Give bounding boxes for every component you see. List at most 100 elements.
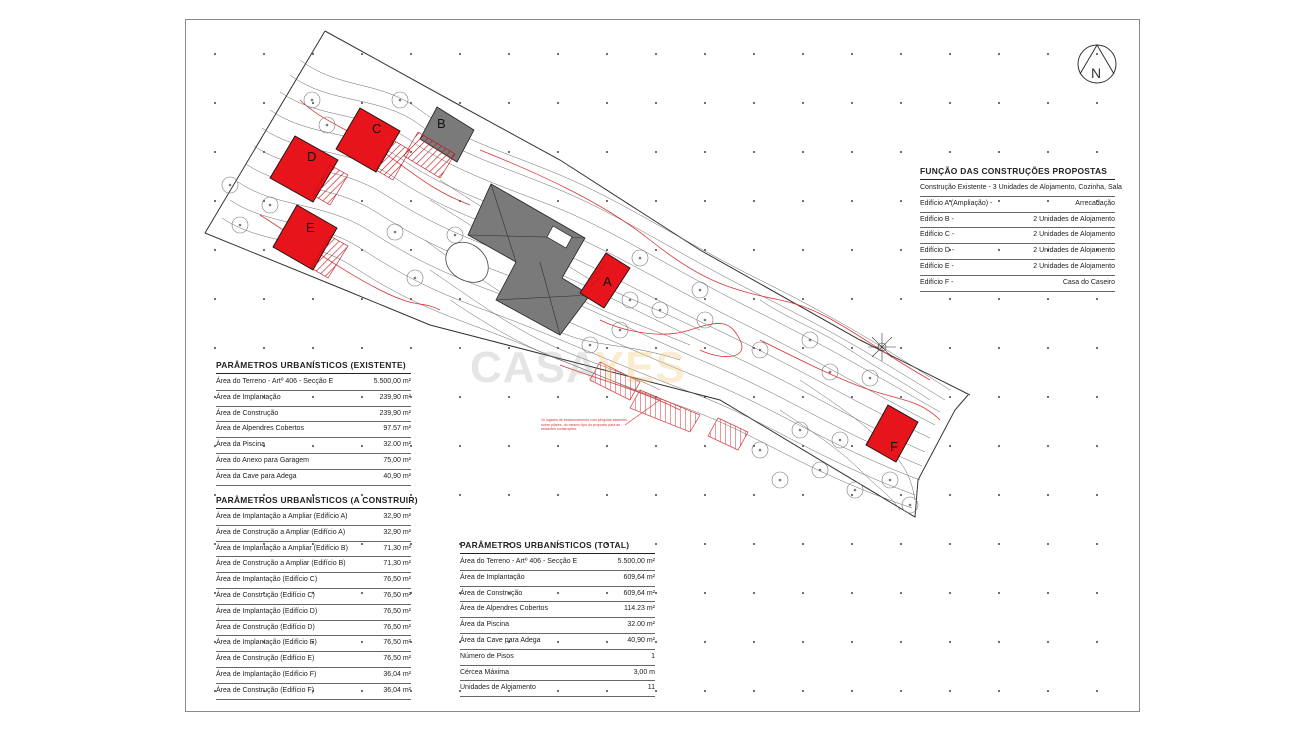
row-value: 76,50 m² [383,591,411,599]
table-parametros-existente: PARÂMETROS URBANÍSTICOS (EXISTENTE) Área… [216,359,411,486]
label-b: B [437,116,446,131]
row-value: 2 Unidades de Alojamento [1033,231,1115,239]
row-label: Área de Construção (Edifício E) [216,655,315,663]
table-row: Área de Implantação 609,64 m² [460,571,655,587]
row-label: Área de Construção (Edifício F) [216,686,315,694]
row-label: Área de Construção a Ampliar (Edifício A… [216,528,346,536]
building-b[interactable] [419,106,475,163]
row-value: 5.500,00 m² [617,558,655,565]
row-label: Área do Terreno - Artº 406 - Secção E [216,378,334,385]
table-row: Edifício A (Ampliação) -Arrecadação [920,197,1115,213]
north-arrow-icon: N [1077,44,1117,84]
row-label: Área do Terreno - Artº 406 - Secção E [460,558,578,565]
table-title: FUNÇÃO DAS CONSTRUÇÕES PROPOSTAS [920,165,1115,180]
row-label: Edifício A (Ampliação) - [920,199,993,207]
parking-note: 10 lugares de estacionamento com pérgola… [541,399,661,431]
table-title: PARÂMETROS URBANÍSTICOS (TOTAL) [460,539,655,554]
table-row: Edifício D - 2 Unidades de Alojamento [920,244,1115,260]
row-value: 76,50 m² [383,655,411,663]
compass-rose-icon [868,333,896,361]
row-label: Área de Implantação (Edifício E) [216,639,317,647]
proposed-buildings [269,107,919,463]
row-value: 36,04 m² [383,686,411,694]
table-row: Área de Construção 239,90 m² [216,407,411,423]
table-row: Área de Construção (Edifício F) 36,04 m² [216,684,411,700]
table-row: Área de Alpendres Cobertos 114.23 m² [460,602,655,619]
table-title: PARÂMETROS URBANÍSTICOS (A CONSTRUIR) [216,494,418,509]
row-value: 32.00 m² [627,621,655,629]
row-label: Edifício D - [920,247,955,255]
table-title: PARÂMETROS URBANÍSTICOS (EXISTENTE) [216,359,411,374]
table-row: Edifício E -2 Unidades de Alojamento [920,260,1115,276]
building-labels: C B D E A F [306,116,898,454]
row-value: 97.57 m² [383,425,411,433]
row-label: Área de Implantação (Edifício D) [216,607,318,615]
row-label: Área de Construção a Ampliar (Edifício B… [216,560,346,568]
label-e: E [306,220,315,235]
table-row: Área do Terreno - Artº 406 - Secção E 5.5… [460,555,655,571]
table-row: Área de Implantação a Ampliar (Edifício … [216,542,411,558]
row-value: Casa do Caseiro [1062,278,1115,286]
table-row: Área de Construção a Ampliar (Edifício B… [216,557,411,574]
row-label: Número de Pisos [460,652,514,660]
label-a: A [603,274,612,289]
parking-note-text: 10 lugares de estacionamento com pérgola… [541,418,628,431]
table-row: Construção Existente - 3 Unidades de Alo… [920,181,1122,197]
row-value: 609,64 m² [623,573,655,581]
row-label: Área da Cave para Adega [460,636,541,644]
table-parametros-a-construir: PARÂMETROS URBANÍSTICOS (A CONSTRUIR) Ár… [216,494,418,700]
row-label: Edifício B - [920,215,954,223]
row-value: 239,90 m² [379,409,411,417]
table-parametros-total: PARÂMETROS URBANÍSTICOS (TOTAL) Área do … [460,539,655,698]
row-value: 76,50 m² [383,576,411,584]
row-value: 2 Unidades de Alojamento [1033,262,1115,270]
row-value: 32,90 m² [383,513,411,520]
table-row: Área de Implantação (Edifício E)76,50 m² [216,636,411,653]
table-row: Área de Construção (Edifício C)76,50 m² [216,589,411,605]
row-label: Área de Alpendres Cobertos [216,425,304,433]
label-c: C [372,121,381,136]
table-row: Área de Implantação (Edifício C) 76,50 m² [216,573,411,589]
row-label: Edifício F - [920,278,954,286]
contour-lines-red [259,99,941,421]
row-value: 114.23 m² [624,605,655,613]
row-value: 5.500,00 m² [373,378,411,385]
table-row: Edifício B -2 Unidades de Alojamento [920,213,1115,229]
table-row: Área de Implantação a Ampliar (Edifício … [216,510,411,526]
label-d: D [307,149,316,164]
row-value: 76,50 m² [383,623,411,631]
table-row: Área de Alpendres Cobertos 97.57 m² [216,422,411,439]
parking-pergolas[interactable] [589,361,749,451]
row-value: 2 Unidades de Alojamento [1033,247,1115,255]
table-row: Edifício C -2 Unidades de Alojamento [920,228,1115,245]
row-label: Área de Implantação [460,573,525,581]
row-label: Área da Cave para Adega [216,472,297,480]
row-label: Área de Construção [216,409,279,417]
row-label: Área da Piscina [216,441,266,449]
row-label: Área de Implantação a Ampliar (Edifício … [216,513,348,520]
row-value: 32,90 m² [383,528,411,536]
row-label: Área de Implantação a Ampliar (Edifício … [216,544,348,552]
row-label: Área de Implantação (Edifício C) [216,576,318,584]
table-row: Área de Implantação (Edifício D) 76,50 m² [216,605,411,621]
table-row: Área do Terreno - Artº 406 - Secção E 5.5… [216,375,411,391]
table-funcao-construcoes: FUNÇÃO DAS CONSTRUÇÕES PROPOSTAS Constru… [920,165,1122,292]
swimming-pool [445,242,489,283]
row-label: Área de Alpendres Cobertos [460,605,548,613]
row-value: 75,00 m² [383,456,411,464]
building-f[interactable] [865,404,919,463]
north-label: N [1091,65,1101,81]
building-a[interactable] [579,252,631,309]
row-value: 36,04 m² [383,670,411,678]
table-row: Área de Construção (Edifício E) 76,50 m² [216,652,411,668]
row-value: 76,50 m² [383,607,411,615]
row-value: 11 [647,684,655,692]
